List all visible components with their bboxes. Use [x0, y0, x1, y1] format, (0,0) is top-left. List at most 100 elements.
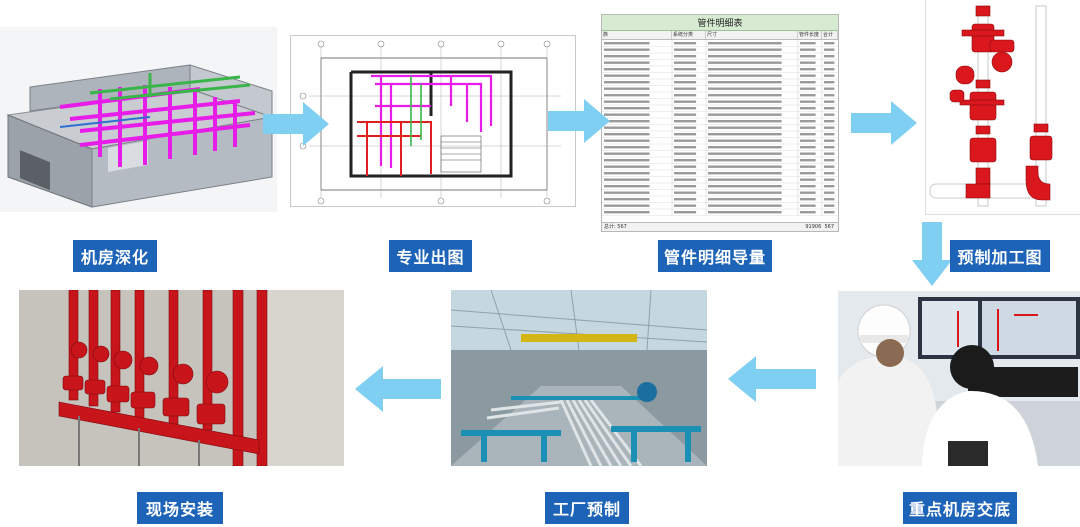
factory-prefabrication-photo: [451, 290, 707, 466]
table-cell: [604, 42, 650, 45]
table-cell: [674, 204, 697, 207]
table-cell: [708, 133, 782, 136]
table-cell: [824, 211, 835, 214]
table-cell: [824, 55, 835, 58]
table-cell: [674, 94, 697, 97]
table-cell: [674, 107, 697, 110]
table-cell: [824, 159, 835, 162]
table-header-cell: 管件长度: [798, 31, 822, 39]
table-cell: [674, 120, 697, 123]
table-cell: [708, 87, 782, 90]
table-cell: [708, 198, 782, 201]
table-cell: [708, 74, 782, 77]
table-cell: [708, 81, 782, 84]
professional-drawing-image: [290, 35, 576, 207]
table-cell: [824, 81, 835, 84]
table-header-cell: 系统分类: [672, 31, 706, 39]
table-cell: [708, 48, 782, 51]
table-cell: [708, 113, 782, 116]
table-cell: [800, 165, 816, 168]
table-cell: [604, 165, 650, 168]
table-cell: [604, 152, 650, 155]
table-cell: [824, 107, 835, 110]
table-cell: [674, 61, 697, 64]
table-cell: [674, 133, 697, 136]
table-cell: [824, 191, 835, 194]
table-cell: [708, 139, 782, 142]
table-cell: [708, 152, 782, 155]
table-cell: [674, 100, 697, 103]
table-cell: [708, 126, 782, 129]
table-cell: [824, 204, 835, 207]
arrow-right-icon: [548, 99, 610, 143]
table-cell: [674, 211, 697, 214]
arrow-down-icon: [912, 222, 952, 286]
arrow-right-icon: [851, 101, 917, 145]
arrow-left-icon: [355, 366, 441, 412]
table-rows: [602, 40, 838, 216]
table-cell: [800, 139, 816, 142]
table-cell: [800, 185, 816, 188]
table-cell: [674, 48, 697, 51]
table-cell: [824, 133, 835, 136]
table-cell: [604, 107, 650, 110]
table-cell: [824, 61, 835, 64]
table-cell: [604, 74, 650, 77]
table-cell: [604, 204, 650, 207]
table-cell: [708, 42, 782, 45]
machine-room-3d-model-image: [0, 27, 277, 212]
table-cell: [674, 68, 697, 71]
table-cell: [604, 55, 650, 58]
table-cell: [708, 172, 782, 175]
table-cell: [824, 198, 835, 201]
table-cell: [604, 100, 650, 103]
table-cell: [604, 146, 650, 149]
table-cell: [604, 133, 650, 136]
table-cell: [674, 178, 697, 181]
table-cell: [824, 87, 835, 90]
table-cell: [824, 165, 835, 168]
table-cell: [800, 74, 816, 77]
step-label-factory-prefabrication: 工厂预制: [545, 492, 629, 524]
table-cell: [674, 191, 697, 194]
table-cell: [674, 55, 697, 58]
table-cell: [604, 113, 650, 116]
step-label-technical-briefing: 重点机房交底: [903, 492, 1017, 524]
table-cell: [674, 87, 697, 90]
table-footer-count: 567: [824, 224, 834, 230]
table-cell: [604, 211, 650, 214]
table-cell: [604, 94, 650, 97]
table-cell: [824, 146, 835, 149]
table-cell: [604, 126, 650, 129]
pipe-fittings-schedule: 管件明细表 族 系统分类 尺寸 管件长度 合计 总计: 567 91906 56…: [601, 14, 839, 232]
table-header-cell: 族: [602, 31, 672, 39]
table-cell: [800, 172, 816, 175]
table-cell: [708, 211, 782, 214]
table-cell: [604, 178, 650, 181]
table-cell: [708, 120, 782, 123]
table-header-cell: 合计: [822, 31, 838, 39]
table-cell: [708, 159, 782, 162]
table-cell: [708, 68, 782, 71]
arrow-left-icon: [728, 356, 816, 402]
table-cell: [604, 48, 650, 51]
table-footer: 总计: 567 91906 567: [602, 222, 838, 231]
table-cell: [824, 152, 835, 155]
table-cell: [674, 126, 697, 129]
table-cell: [604, 159, 650, 162]
table-cell: [604, 61, 650, 64]
table-cell: [708, 178, 782, 181]
table-cell: [674, 185, 697, 188]
table-cell: [604, 120, 650, 123]
onsite-installation-photo: [19, 290, 344, 466]
table-cell: [800, 191, 816, 194]
table-cell: [708, 165, 782, 168]
table-cell: [800, 211, 816, 214]
table-cell: [604, 185, 650, 188]
table-cell: [800, 87, 816, 90]
step-label-onsite-installation: 现场安装: [137, 492, 223, 524]
table-cell: [674, 159, 697, 162]
table-cell: [800, 120, 816, 123]
table-cell: [604, 198, 650, 201]
table-cell: [604, 68, 650, 71]
